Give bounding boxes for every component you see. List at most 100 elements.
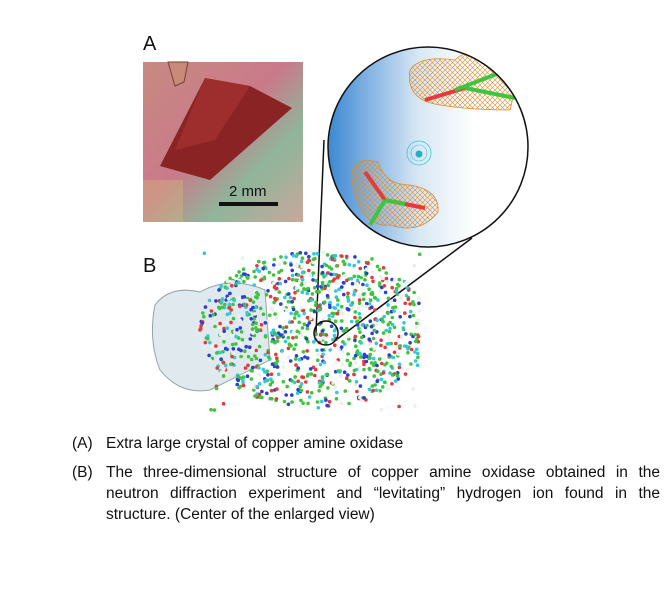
atom	[359, 398, 364, 403]
atom	[328, 305, 332, 310]
atom	[254, 321, 258, 326]
atom	[268, 294, 273, 299]
atom	[347, 401, 351, 406]
atom	[368, 319, 373, 324]
atom	[353, 382, 358, 387]
atom	[408, 302, 412, 306]
atom	[320, 280, 325, 285]
atom	[242, 302, 247, 307]
atom	[295, 391, 300, 396]
atom	[287, 292, 291, 296]
atom	[375, 318, 379, 323]
atom	[206, 336, 210, 341]
zoom-region-marker	[313, 320, 339, 346]
atom	[295, 262, 299, 266]
atom	[357, 344, 362, 348]
atom	[395, 292, 400, 297]
atom	[274, 397, 279, 401]
hydrogen-density	[406, 140, 432, 166]
atom	[293, 290, 297, 295]
atom	[265, 391, 269, 396]
atom	[227, 302, 231, 307]
atom	[355, 389, 359, 394]
atom	[334, 397, 339, 401]
atom	[334, 295, 339, 300]
atom	[385, 383, 390, 387]
atom	[355, 278, 360, 283]
atom	[292, 316, 297, 320]
atom	[230, 280, 235, 284]
atom	[382, 314, 387, 319]
atom	[376, 298, 380, 302]
atom	[351, 306, 355, 310]
atom	[372, 374, 377, 378]
atom	[311, 365, 316, 370]
atom	[383, 363, 387, 367]
atom	[214, 344, 218, 348]
atom	[409, 362, 413, 366]
atom	[202, 314, 206, 319]
atom	[257, 366, 261, 370]
atom	[253, 295, 258, 299]
atom	[352, 368, 357, 373]
atom	[297, 313, 301, 318]
atom	[301, 350, 306, 354]
atom	[275, 387, 279, 391]
figure	[143, 46, 529, 412]
atom	[362, 355, 366, 360]
atom	[307, 254, 311, 259]
atom	[254, 329, 259, 333]
atom	[299, 404, 303, 409]
atom	[307, 268, 311, 273]
atom	[228, 311, 232, 316]
atom	[199, 324, 203, 328]
atom	[304, 287, 308, 292]
atom	[271, 328, 276, 333]
atom	[404, 332, 408, 336]
atom	[361, 282, 365, 287]
atom	[346, 334, 350, 339]
atom	[341, 340, 345, 344]
atom	[384, 276, 389, 281]
atom	[290, 300, 295, 304]
atom	[231, 316, 236, 321]
atom	[371, 279, 375, 284]
atom	[392, 350, 397, 355]
atom	[284, 325, 289, 329]
atom	[398, 315, 403, 319]
atom	[333, 319, 338, 324]
atom	[290, 320, 295, 324]
atom	[361, 297, 366, 302]
atom	[342, 292, 346, 297]
atom	[315, 251, 320, 256]
atom	[274, 362, 279, 367]
atom	[309, 298, 314, 302]
enlarged-view	[327, 46, 529, 248]
atom	[324, 280, 328, 284]
atom	[380, 285, 384, 290]
atom	[381, 371, 386, 375]
atom	[374, 388, 379, 393]
atom	[220, 299, 224, 304]
atom	[250, 327, 255, 331]
hydrogen-ion	[415, 150, 423, 158]
atom	[355, 282, 360, 286]
atom	[370, 305, 374, 310]
atom	[403, 301, 408, 306]
atom	[277, 277, 282, 281]
atom	[371, 356, 376, 361]
atom	[368, 352, 373, 357]
atom	[360, 272, 365, 277]
atom	[379, 407, 384, 412]
atom	[355, 319, 360, 324]
atom	[357, 298, 362, 302]
atom	[397, 365, 402, 370]
atom	[340, 304, 344, 309]
atom	[311, 257, 316, 262]
atom	[329, 324, 334, 329]
atom	[333, 385, 338, 389]
atom	[367, 387, 372, 392]
atom	[214, 299, 218, 303]
atom	[334, 264, 339, 268]
atom	[231, 347, 236, 351]
